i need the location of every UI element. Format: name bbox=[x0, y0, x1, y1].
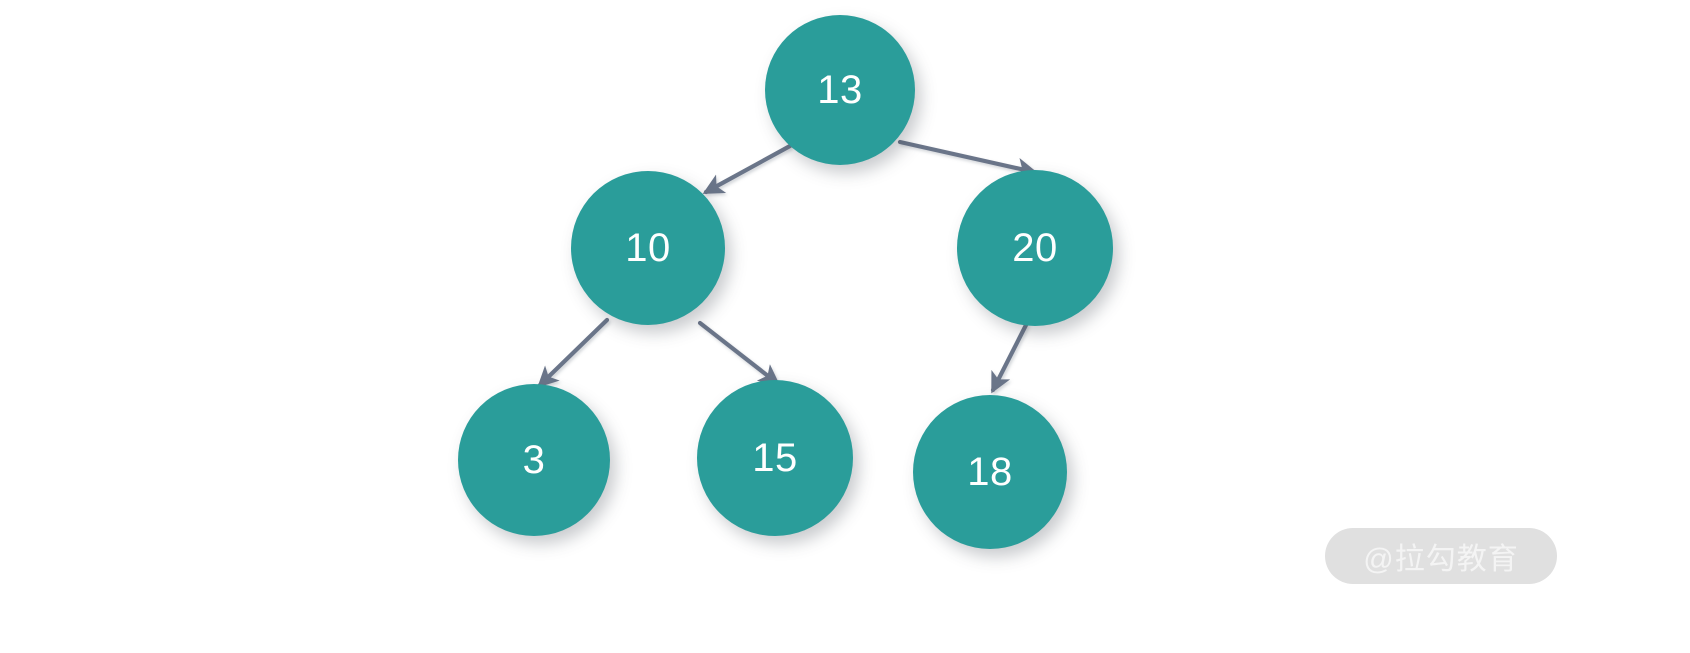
tree-node-20[interactable]: 20 bbox=[957, 170, 1113, 326]
node-label: 18 bbox=[967, 450, 1013, 494]
node-label: 3 bbox=[522, 438, 546, 482]
tree-edge-n10-to-n15 bbox=[697, 320, 780, 386]
tree-edge-n20-to-n18 bbox=[990, 322, 1029, 394]
tree-edges bbox=[537, 139, 1038, 394]
tree-edge-n10-to-n3 bbox=[537, 317, 610, 388]
node-label: 20 bbox=[1012, 226, 1058, 270]
tree-node-10[interactable]: 10 bbox=[571, 171, 725, 325]
watermark-badge: @拉勾教育 bbox=[1325, 528, 1557, 584]
tree-edge-n13-to-n20 bbox=[897, 139, 1038, 179]
tree-node-18[interactable]: 18 bbox=[913, 395, 1067, 549]
node-label: 10 bbox=[625, 226, 671, 270]
tree-node-13[interactable]: 13 bbox=[765, 15, 915, 165]
node-label: 15 bbox=[752, 436, 798, 480]
tree-node-3[interactable]: 3 bbox=[458, 384, 610, 536]
tree-node-15[interactable]: 15 bbox=[697, 380, 853, 536]
node-label: 13 bbox=[817, 68, 863, 112]
tree-edge-n13-to-n10 bbox=[702, 143, 793, 195]
watermark-text: @拉勾教育 bbox=[1363, 543, 1519, 576]
